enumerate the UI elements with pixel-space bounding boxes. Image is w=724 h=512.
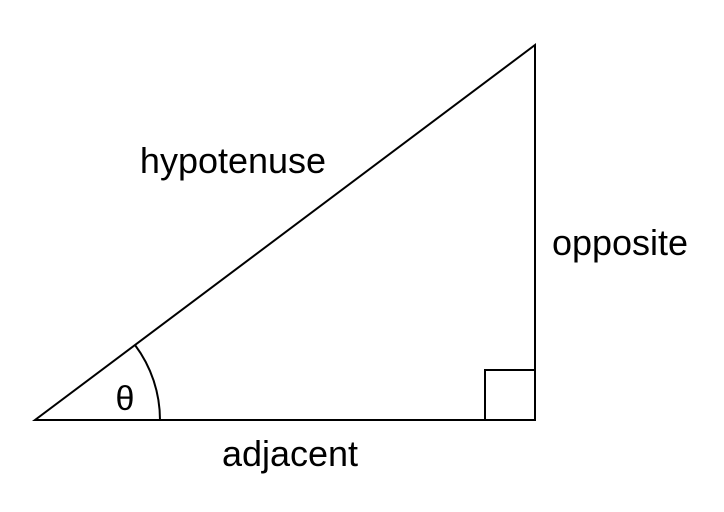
angle-arc bbox=[134, 344, 161, 421]
triangle bbox=[32, 43, 536, 421]
opposite-label: opposite bbox=[552, 222, 688, 263]
adjacent-label: adjacent bbox=[222, 433, 358, 474]
angle-theta-label: θ bbox=[116, 380, 135, 418]
hypotenuse-label: hypotenuse bbox=[140, 140, 326, 181]
right-angle-marker bbox=[484, 369, 536, 421]
